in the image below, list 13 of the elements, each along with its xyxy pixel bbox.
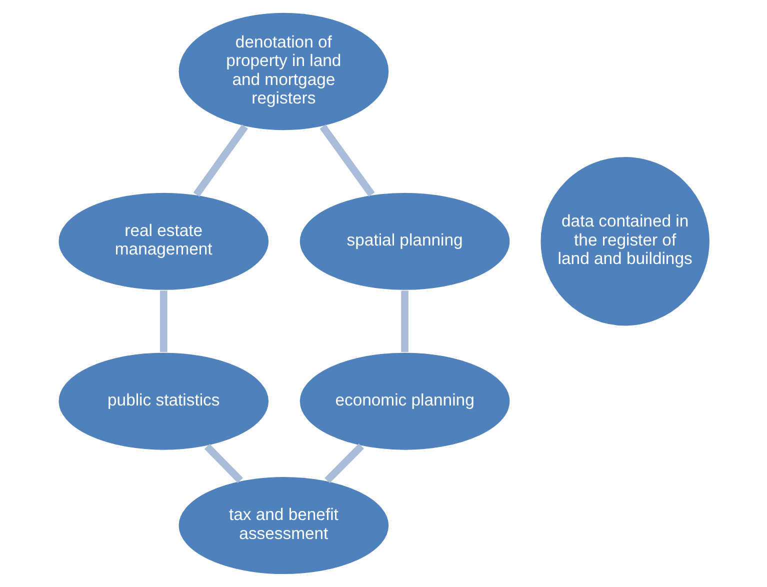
node-ellipse: public statistics [57,352,270,451]
connector [400,290,408,352]
connector [324,444,364,484]
node-ellipse: real estate management [57,192,270,291]
node-ellipse: tax and benefit assessment [177,476,390,576]
connector [192,124,248,197]
node-ellipse: economic planning [298,352,510,451]
node-ellipse: spatial planning [298,192,510,291]
connector [319,124,374,197]
connector [204,444,243,483]
node-ellipse: denotation of property in land and mortgage registers [177,12,390,132]
connector [159,290,167,352]
node-circle: data contained in the register of land and buildings [539,156,710,327]
